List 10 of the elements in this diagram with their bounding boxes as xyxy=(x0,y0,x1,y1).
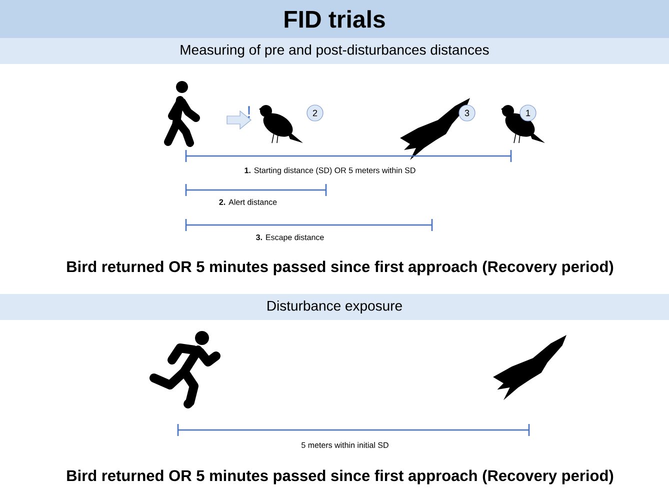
alert-mark: ! xyxy=(248,106,250,118)
section-band: Disturbance exposure xyxy=(0,294,669,320)
title-banner: FID trials xyxy=(0,0,669,38)
dimension-label: 2. Alert distance xyxy=(219,199,277,205)
section-band: Measuring of pre and post-disturbances distances xyxy=(0,38,669,64)
dimension-label: 1. Starting distance (SD) OR 5 meters within SD xyxy=(244,167,416,175)
dimension-label: 5 meters within initial SD xyxy=(302,442,388,448)
note-text: Bird returned OR 5 minutes passed since first approach (Recovery period) xyxy=(67,470,614,484)
dimension-label: 3. Escape distance xyxy=(256,234,324,242)
note-text: Bird returned OR 5 minutes passed since first approach (Recovery period) xyxy=(67,260,614,276)
